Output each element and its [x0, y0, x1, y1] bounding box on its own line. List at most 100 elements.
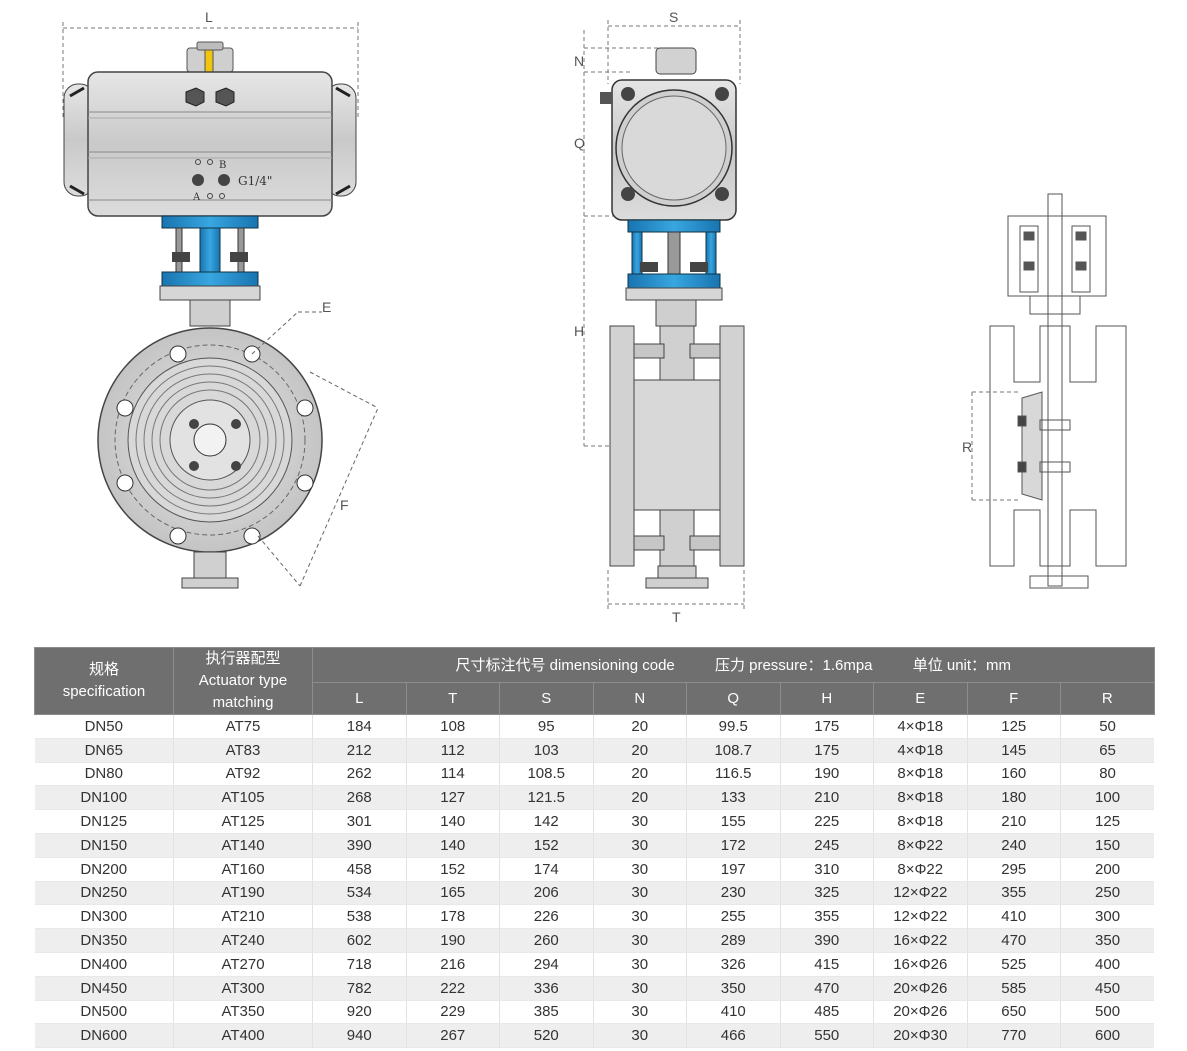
- table-cell: 350: [1060, 928, 1155, 953]
- table-cell: 16×Φ22: [873, 928, 968, 953]
- column-header-F: F: [966, 681, 1061, 715]
- table-cell: 500: [1060, 1000, 1155, 1025]
- table-cell: 310: [780, 857, 874, 882]
- column-header-N: N: [592, 681, 687, 715]
- table-cell: 30: [593, 833, 687, 858]
- table-cell: 108.7: [686, 738, 781, 763]
- side-view: S N Q H T: [574, 9, 745, 625]
- table-cell: 175: [780, 738, 874, 763]
- table-cell: 458: [312, 857, 407, 882]
- table-cell: 230: [686, 881, 781, 906]
- table-cell: 16×Φ26: [873, 952, 968, 977]
- table-cell: 114: [406, 762, 500, 787]
- table-cell: 142: [499, 809, 594, 834]
- table-cell: 390: [312, 833, 407, 858]
- table-cell: 200: [1060, 857, 1155, 882]
- header-pressure: 压力 pressure：1.6mpa: [714, 657, 873, 675]
- dim-label-S: S: [669, 9, 678, 25]
- table-cell: 30: [593, 976, 687, 1001]
- table-cell: 175: [780, 714, 874, 739]
- table-cell: 602: [312, 928, 407, 953]
- table-cell: 8×Φ18: [873, 809, 968, 834]
- table-cell: AT190: [173, 881, 313, 906]
- table-cell: 165: [406, 881, 500, 906]
- table-cell: 65: [1060, 738, 1155, 763]
- front-view: L B A G1/4": [62, 9, 379, 589]
- header-unit: 单位 unit：mm: [912, 657, 1012, 675]
- table-cell: DN500: [34, 1000, 174, 1025]
- table-cell: 145: [967, 738, 1061, 763]
- table-cell: 20: [593, 738, 687, 763]
- table-cell: AT160: [173, 857, 313, 882]
- table-cell: 355: [780, 904, 874, 930]
- table-cell: 216: [406, 952, 500, 977]
- thread-label: G1/4": [238, 174, 272, 188]
- column-header-E: E: [873, 681, 968, 715]
- table-cell: DN65: [34, 738, 174, 763]
- table-cell: 30: [593, 952, 687, 977]
- table-cell: AT125: [173, 809, 313, 834]
- table-cell: 30: [593, 1000, 687, 1025]
- table-cell: 8×Φ22: [873, 857, 968, 882]
- table-cell: 108: [406, 714, 500, 739]
- table-cell: 174: [499, 857, 594, 882]
- table-cell: 30: [593, 881, 687, 906]
- port-b-label: B: [219, 160, 226, 171]
- table-cell: 295: [967, 857, 1061, 882]
- table-cell: 212: [312, 738, 407, 763]
- table-cell: 125: [967, 714, 1061, 739]
- table-cell: DN350: [34, 928, 174, 953]
- mounting-bracket: [159, 215, 261, 327]
- table-cell: AT83: [173, 738, 313, 763]
- table-cell: AT240: [173, 928, 313, 953]
- table-cell: 390: [780, 928, 874, 953]
- dim-label-Q: Q: [574, 135, 585, 151]
- table-cell: 190: [406, 928, 500, 953]
- table-cell: 466: [686, 1023, 781, 1049]
- table-cell: AT92: [173, 762, 313, 787]
- table-cell: 20: [593, 714, 687, 739]
- table-cell: 125: [1060, 809, 1155, 834]
- table-cell: 534: [312, 881, 407, 906]
- table-cell: 294: [499, 952, 594, 977]
- section-view: [989, 193, 1127, 589]
- table-cell: 525: [967, 952, 1061, 977]
- table-cell: AT105: [173, 785, 313, 811]
- table-cell: 12×Φ22: [873, 881, 968, 906]
- table-cell: 8×Φ18: [873, 785, 968, 811]
- table-cell: 30: [593, 928, 687, 953]
- table-cell: 650: [967, 1000, 1061, 1025]
- table-cell: 240: [967, 833, 1061, 858]
- dimension-L: [62, 22, 359, 120]
- table-cell: 250: [1060, 881, 1155, 906]
- dim-label-F: F: [340, 497, 349, 513]
- table-cell: DN80: [34, 762, 174, 787]
- table-cell: 4×Φ18: [873, 738, 968, 763]
- table-cell: AT300: [173, 976, 313, 1001]
- table-cell: 410: [686, 1000, 781, 1025]
- table-cell: 100: [1060, 785, 1155, 811]
- table-cell: 12×Φ22: [873, 904, 968, 930]
- table-cell: 20×Φ30: [873, 1023, 968, 1049]
- table-cell: 178: [406, 904, 500, 930]
- table-cell: 520: [499, 1023, 594, 1049]
- table-cell: 600: [1060, 1023, 1155, 1049]
- table-cell: 152: [499, 833, 594, 858]
- table-cell: AT75: [173, 714, 313, 739]
- dim-label-R: R: [962, 439, 972, 455]
- table-cell: 267: [406, 1023, 500, 1049]
- table-cell: DN450: [34, 976, 174, 1001]
- header-actuator-en: Actuator type matching: [198, 672, 288, 711]
- table-cell: 30: [593, 809, 687, 834]
- table-cell: 385: [499, 1000, 594, 1025]
- table-cell: 222: [406, 976, 500, 1001]
- table-cell: 112: [406, 738, 500, 763]
- table-cell: 770: [967, 1023, 1061, 1049]
